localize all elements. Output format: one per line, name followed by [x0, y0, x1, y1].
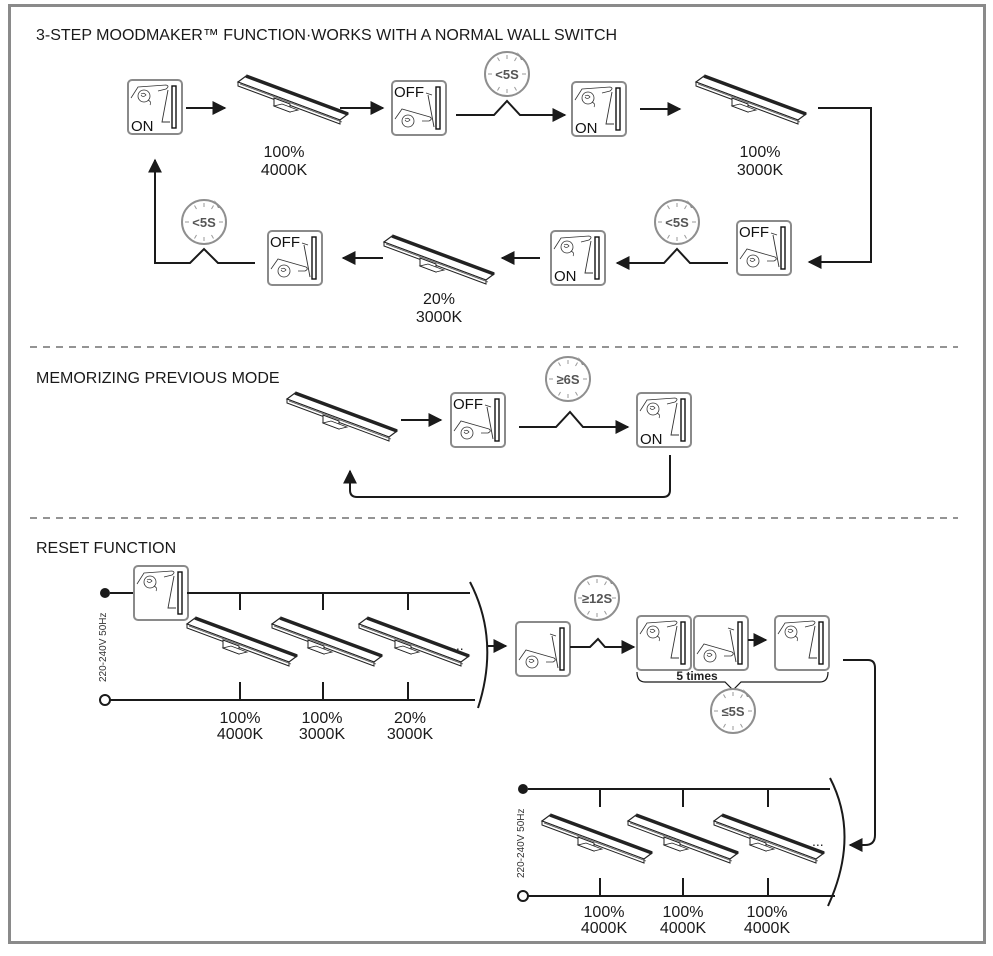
- voltage-label: 220-240V 50Hz: [516, 809, 527, 879]
- live-terminal: [518, 784, 528, 794]
- wave-connector: [519, 410, 620, 428]
- lamp-brightness: 20%: [394, 710, 426, 727]
- lamp-color-temp: 4000K: [581, 920, 628, 937]
- switch-state-label: ON: [554, 268, 577, 285]
- lamp-color-temp: 3000K: [416, 309, 463, 326]
- lamp-brightness: 100%: [220, 710, 261, 727]
- lamp-icon: [382, 234, 496, 286]
- switch-icon: [133, 565, 189, 621]
- wave-connector: [570, 637, 625, 648]
- flow-connector: [843, 659, 876, 846]
- lamp-brightness: 100%: [663, 904, 704, 921]
- timer-label: ≥6S: [556, 372, 579, 387]
- lamp-color-temp: 3000K: [737, 162, 784, 179]
- lamp-brightness: 100%: [264, 144, 305, 161]
- lamp-icon: [285, 391, 399, 443]
- ellipsis: ...: [812, 833, 824, 849]
- switch-off-icon: [515, 621, 571, 677]
- switch-off-icon: [693, 615, 749, 671]
- wave-connector: [456, 99, 555, 116]
- moodmaker-title: 3-STEP MOODMAKER™ FUNCTION·WORKS WITH A …: [36, 27, 617, 44]
- neutral-terminal: [99, 694, 111, 706]
- neutral-terminal: [517, 890, 529, 902]
- lamp-drops: [239, 593, 409, 700]
- lamp-color-temp: 4000K: [261, 162, 308, 179]
- wave-connector: [154, 170, 255, 264]
- switch-state-label: OFF: [453, 396, 483, 413]
- lamp-color-temp: 4000K: [744, 920, 791, 937]
- lamp-brightness: 100%: [740, 144, 781, 161]
- lamp-icon: [236, 74, 350, 126]
- voltage-label: 220-240V 50Hz: [98, 613, 109, 683]
- timer-label: ≤5S: [721, 704, 744, 719]
- switch-on-icon: [774, 615, 830, 671]
- lamp-color-temp: 4000K: [660, 920, 707, 937]
- wave-connector: [625, 247, 728, 264]
- repeat-label: 5 times: [676, 669, 718, 683]
- switch-state-label: ON: [575, 120, 598, 137]
- lamp-color-temp: 4000K: [217, 726, 264, 743]
- lamp-icon: [694, 74, 808, 126]
- timer-label: <5S: [495, 67, 519, 82]
- timer-label: <5S: [192, 215, 216, 230]
- switch-state-label: OFF: [739, 224, 769, 241]
- timer-label: <5S: [665, 215, 689, 230]
- memorizing-title: MEMORIZING PREVIOUS MODE: [36, 370, 280, 387]
- lamp-brightness: 100%: [747, 904, 788, 921]
- lamp-drops: [599, 789, 769, 896]
- return-connector: [349, 455, 671, 498]
- switch-state-label: OFF: [270, 234, 300, 251]
- diagram-frame: [8, 4, 986, 944]
- lamp-color-temp: 3000K: [387, 726, 434, 743]
- break-line: [827, 777, 846, 907]
- ellipsis: ...: [452, 637, 464, 653]
- break-line: [469, 581, 489, 709]
- timer-label: ≥12S: [582, 591, 613, 606]
- switch-state-label: ON: [131, 118, 154, 135]
- reset-title: RESET FUNCTION: [36, 540, 176, 557]
- switch-on-icon: [636, 615, 692, 671]
- lamp-color-temp: 3000K: [299, 726, 346, 743]
- repeat-brace: [636, 671, 829, 691]
- lamp-brightness: 20%: [423, 291, 455, 308]
- switch-state-label: ON: [640, 431, 663, 448]
- live-terminal: [100, 588, 110, 598]
- lamp-brightness: 100%: [302, 710, 343, 727]
- switch-state-label: OFF: [394, 84, 424, 101]
- flow-connector: [818, 107, 872, 263]
- lamp-brightness: 100%: [584, 904, 625, 921]
